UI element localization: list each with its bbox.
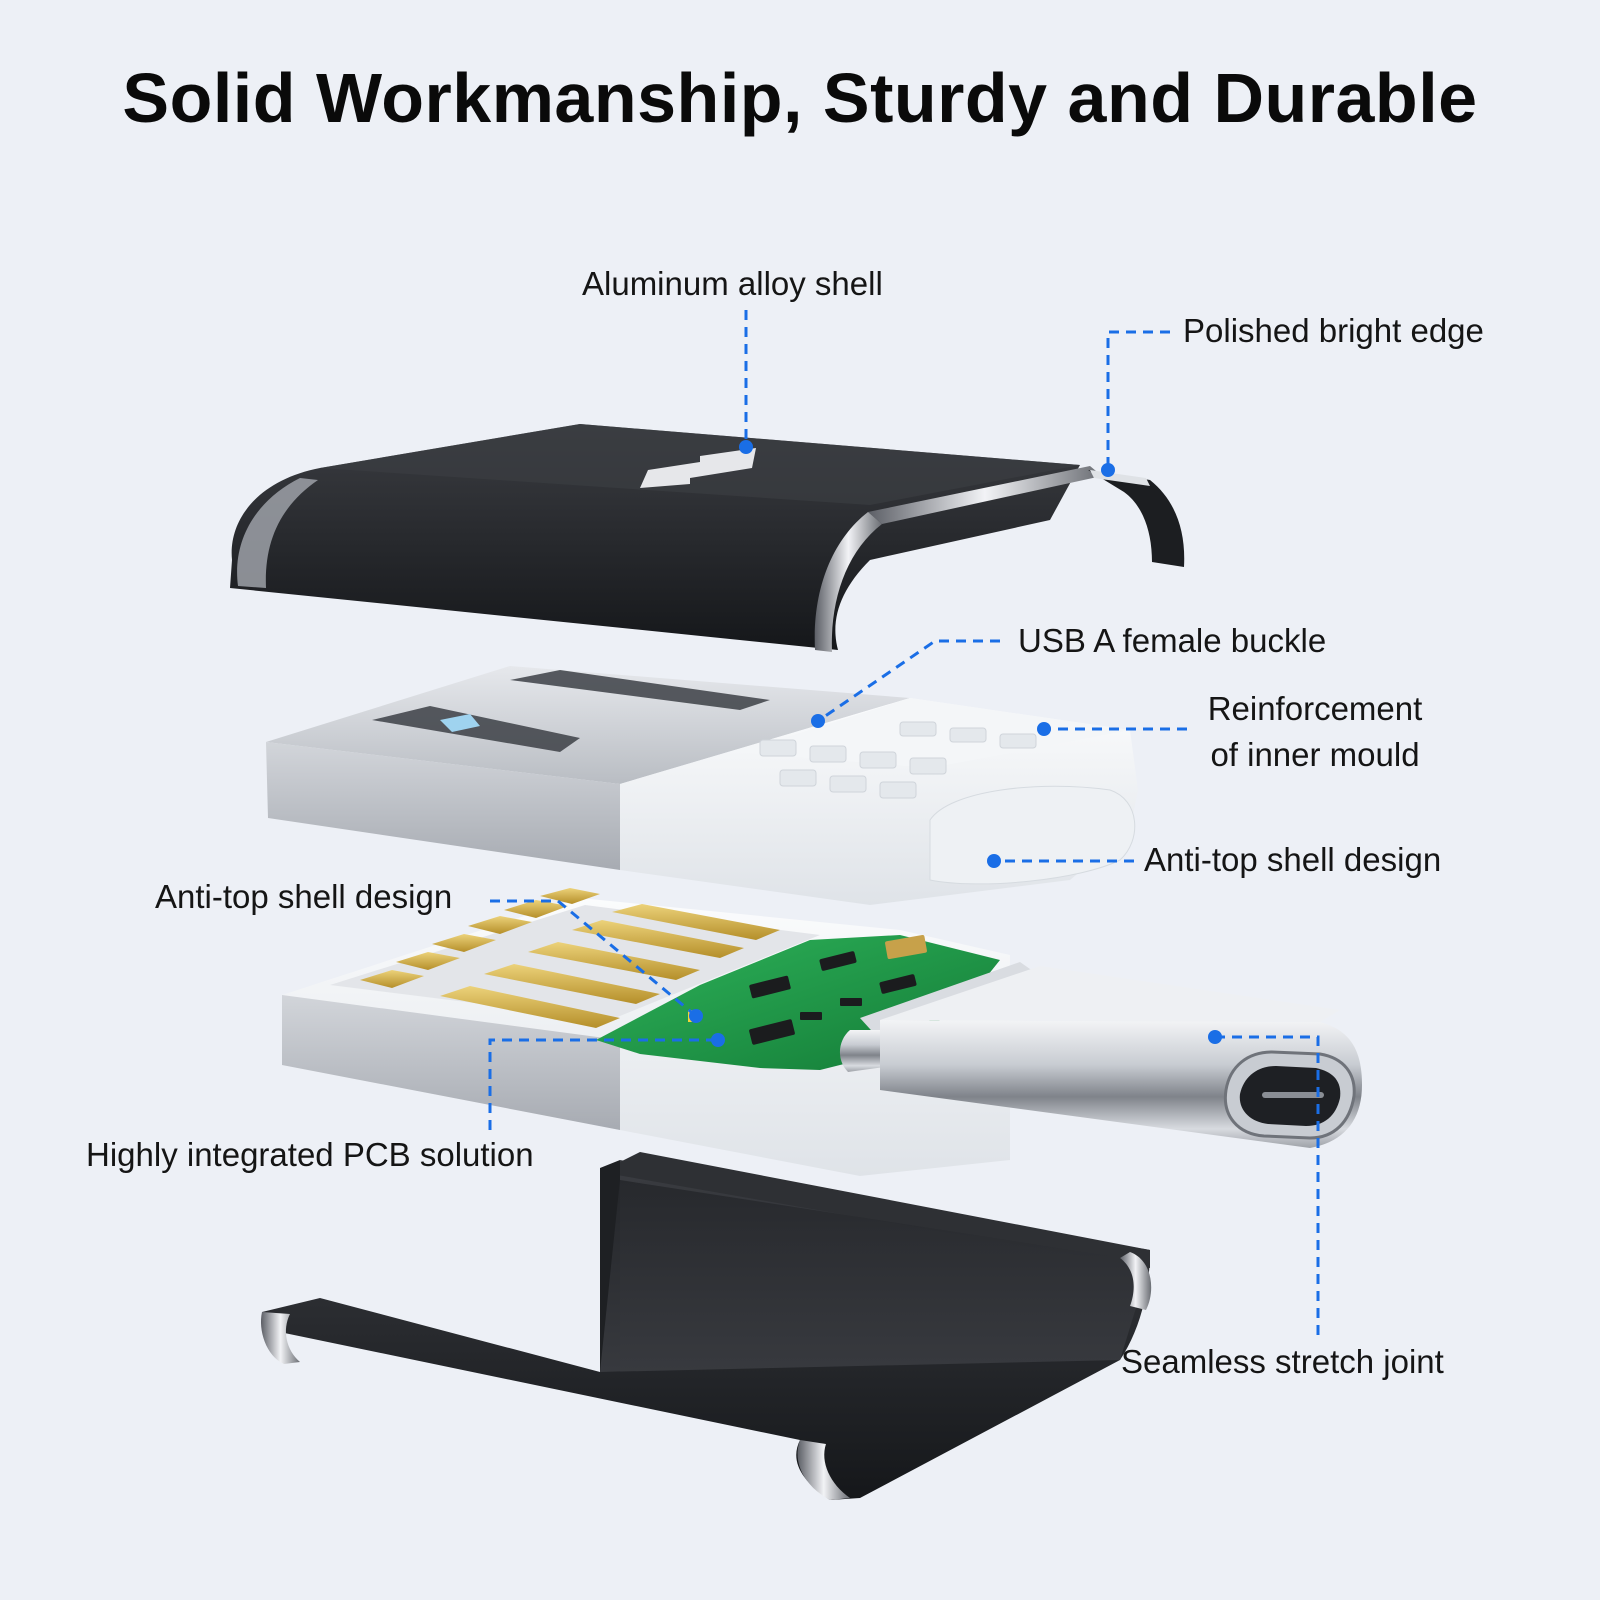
label-anti-top-shell-right: Anti-top shell design [1144, 841, 1442, 878]
label-polished-bright-edge: Polished bright edge [1183, 312, 1484, 349]
leader-anti-top-left [490, 899, 697, 1018]
callout-leaders [488, 310, 1320, 1340]
usb-a-buckle-and-inner-mould [266, 666, 1138, 905]
dot-anti-top-left [689, 1009, 703, 1023]
brand-logo [640, 448, 756, 488]
dot-anti-top-right [987, 854, 1001, 868]
label-pcb-solution: Highly integrated PCB solution [86, 1136, 534, 1173]
dot-aluminum-shell [739, 440, 753, 454]
dot-pcb [711, 1033, 725, 1047]
bottom-aluminum-shell [260, 1152, 1152, 1500]
label-reinforcement-inner-mould: Reinforcement of inner mould [1190, 686, 1440, 778]
label-reinforcement-line2: of inner mould [1210, 736, 1420, 774]
leader-usb-buckle [817, 639, 1000, 723]
dot-seamless [1208, 1030, 1222, 1044]
page-title: Solid Workmanship, Sturdy and Durable [122, 59, 1478, 137]
leader-seamless [1215, 1035, 1320, 1340]
dot-polished-edge [1101, 463, 1115, 477]
top-aluminum-shell [230, 424, 1185, 652]
pcb-and-usb-c-assembly [282, 888, 1362, 1176]
leader-polished-edge [1106, 330, 1170, 470]
label-usb-a-female-buckle: USB A female buckle [1018, 622, 1327, 659]
leader-pcb [488, 1038, 718, 1130]
label-anti-top-shell-left: Anti-top shell design [155, 878, 453, 915]
callout-dots [689, 440, 1222, 1047]
label-aluminum-alloy-shell: Aluminum alloy shell [582, 265, 883, 302]
label-seamless-stretch-joint: Seamless stretch joint [1121, 1343, 1444, 1380]
label-reinforcement-line1: Reinforcement [1207, 690, 1423, 727]
dot-reinforcement [1037, 722, 1051, 736]
dot-usb-buckle [811, 714, 825, 728]
